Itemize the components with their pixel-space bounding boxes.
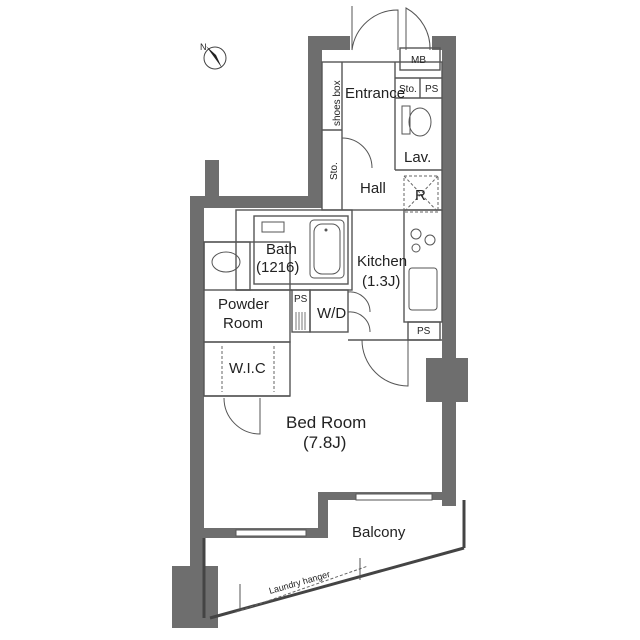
interior-walls [203, 47, 443, 397]
balcony-label: Balcony [352, 524, 406, 541]
entrance-label: Entrance [345, 85, 405, 102]
compass-icon: N [200, 42, 227, 70]
laundry-hanger-line [235, 565, 369, 613]
sto-left-label: Sto. [329, 162, 340, 180]
sto-upper-label: Sto. [399, 84, 417, 95]
powder-label: Powder [218, 296, 269, 313]
lav-label: Lav. [404, 149, 431, 166]
compass-north-label: N [200, 42, 207, 52]
bath-label: Bath [266, 241, 297, 258]
wd-label: W/D [317, 305, 346, 322]
ps-mid-label: PS [294, 294, 308, 305]
bedroom-size-label: (7.8J) [303, 433, 346, 452]
windows [235, 493, 433, 537]
kitchen-size-label: (1.3J) [362, 273, 400, 290]
ps-right-label: PS [417, 326, 431, 337]
shoes-box-label: shoes box [332, 80, 343, 126]
hall-label: Hall [360, 180, 386, 197]
kitchen-label: Kitchen [357, 253, 407, 270]
ps-upper-label: PS [425, 84, 439, 95]
refrigerator-label: R [415, 187, 426, 204]
wic-label: W.I.C [229, 360, 266, 377]
bath-size-label: (1216) [256, 259, 299, 276]
walls [172, 36, 468, 628]
powder-room-label: Room [223, 315, 263, 332]
doors [223, 6, 431, 435]
bedroom-label: Bed Room [286, 413, 366, 432]
mb-label: MB [411, 55, 426, 66]
